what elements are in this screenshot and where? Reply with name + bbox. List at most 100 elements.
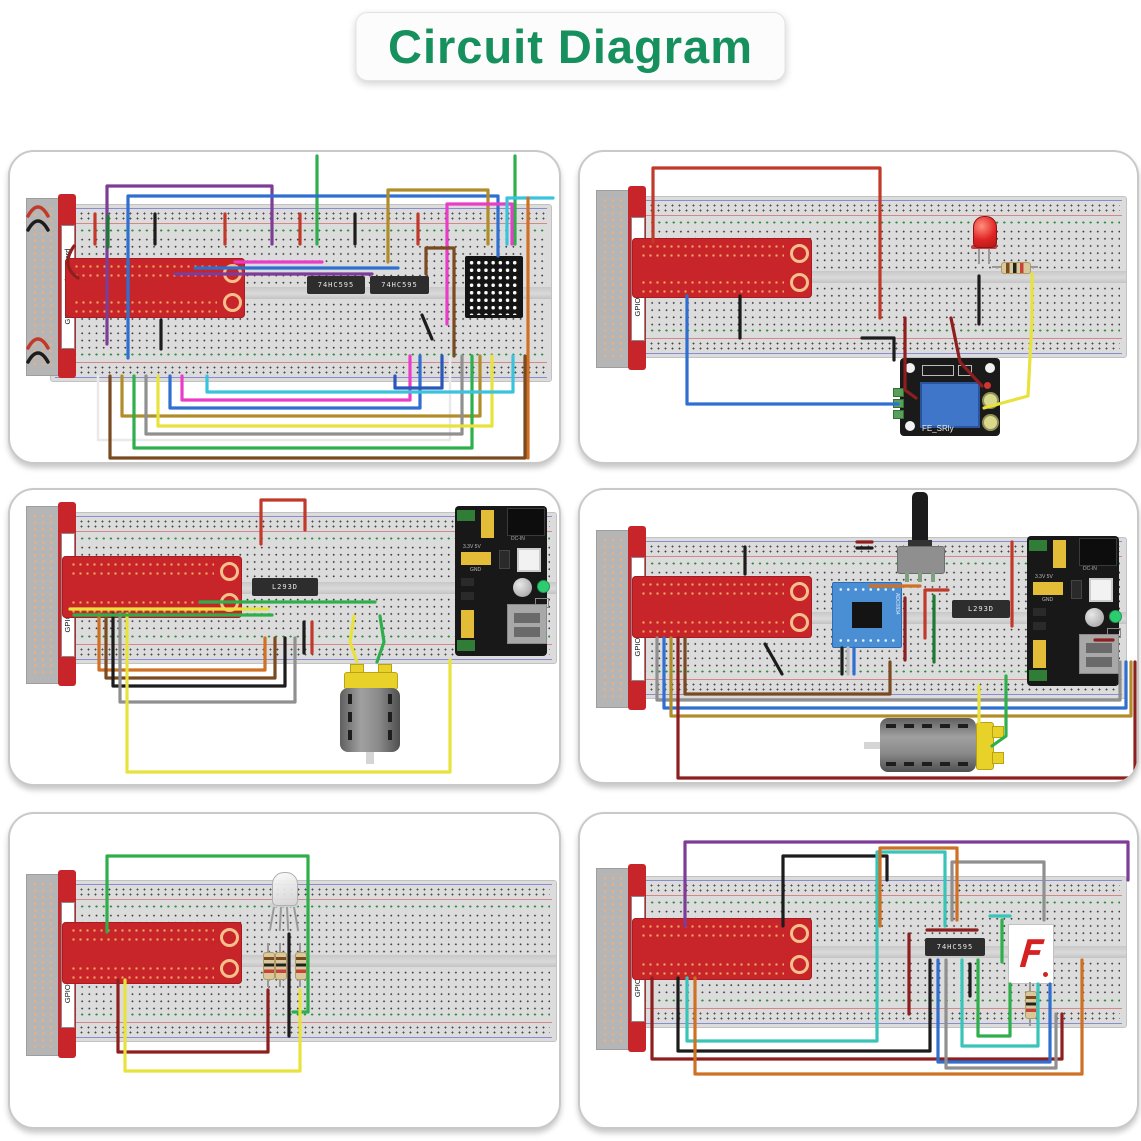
regulator-chip <box>1033 608 1046 616</box>
screw-terminal-block <box>457 640 475 651</box>
psu-label: GND <box>1042 597 1054 603</box>
pot-collar <box>908 540 932 548</box>
ribbon-pins <box>31 881 53 1049</box>
led-dome <box>973 216 997 248</box>
dc-motor <box>340 664 400 764</box>
ribbon-pins <box>31 205 53 369</box>
rail-holes <box>57 211 545 221</box>
page-title-text: Circuit Diagram <box>388 20 753 73</box>
jumper-header <box>481 510 494 538</box>
ic-chip: 74HC595 <box>370 276 429 294</box>
gpio-cobbler-board <box>62 556 242 618</box>
cobbler-pin-row <box>70 561 214 568</box>
ic-chip: 74HC595 <box>925 938 985 956</box>
mounting-hole <box>790 244 809 263</box>
led-leg <box>988 249 990 264</box>
mounting-hole <box>220 959 239 978</box>
cobbler-pin-row <box>70 599 214 606</box>
power-button <box>517 548 541 572</box>
rail-holes <box>627 203 1120 213</box>
mounting-hole <box>220 593 239 612</box>
psu-label: 3.3V 5V <box>463 544 481 550</box>
panel-led-matrix-74hc595: GPIO Extension Board74HC59574HC595 <box>8 150 561 464</box>
relay-label: FE_SRly <box>922 424 954 433</box>
ribbon-cable-connector <box>26 506 60 684</box>
power-button <box>1089 578 1113 602</box>
module-header <box>837 586 897 593</box>
resistor <box>262 943 275 987</box>
gpio-cobbler-board <box>632 576 812 638</box>
rail-line-positive <box>55 899 552 900</box>
adc-chip <box>852 602 882 628</box>
adc-module: ADC0834 <box>832 582 902 648</box>
rail-line-negative <box>55 659 552 660</box>
usb-port <box>1079 634 1119 674</box>
cobbler-pin-labels <box>640 932 784 937</box>
motor-seam <box>348 694 352 748</box>
screw-terminal-block <box>1029 540 1047 551</box>
screw-terminal-block <box>457 510 475 521</box>
ic-chip-label: 74HC595 <box>317 281 355 289</box>
rail-line-positive <box>55 1022 552 1023</box>
led-dome <box>272 872 298 906</box>
resistor <box>992 262 1038 274</box>
usb-slot <box>514 613 540 623</box>
motor-shaft <box>366 752 374 764</box>
gpio-cobbler-board <box>65 258 245 318</box>
psu-label: DC-IN <box>511 536 525 542</box>
resistor-lead <box>1029 982 1031 991</box>
pot-leg <box>905 572 909 582</box>
motor-shaft <box>864 742 880 749</box>
seven-segment-display: F <box>1008 924 1054 984</box>
mounting-hole <box>905 363 915 373</box>
rail-holes <box>627 1011 1120 1021</box>
ribbon-cable-connector <box>26 874 60 1056</box>
input-pin <box>893 388 904 397</box>
screw-terminal <box>982 392 999 409</box>
usb-slot <box>1086 643 1112 653</box>
mounting-hole <box>790 955 809 974</box>
cobbler-pin-labels <box>640 252 784 257</box>
pot-shaft <box>912 492 928 546</box>
capacitor <box>1085 608 1104 627</box>
rail-line-negative <box>55 1037 552 1038</box>
resistor <box>1024 982 1037 1026</box>
tie-points-green <box>57 903 550 911</box>
rail-line-positive <box>625 556 1122 557</box>
gpio-cobbler-board <box>632 238 812 298</box>
rail-holes <box>57 365 545 375</box>
ribbon-pins <box>31 513 53 677</box>
seven-segment-digit: F <box>1017 932 1045 976</box>
cobbler-pin-row <box>70 927 214 934</box>
rgb-led-leg <box>286 906 290 932</box>
jumper <box>499 550 510 569</box>
tie-points-green <box>627 997 1120 1005</box>
mounting-hole <box>790 582 809 601</box>
resistor-lead <box>1029 266 1038 268</box>
input-pin <box>893 399 904 408</box>
motor-terminal <box>992 726 1004 738</box>
mounting-hole <box>220 928 239 947</box>
ic-chip: L293D <box>252 578 318 596</box>
tie-points-green <box>627 560 1120 568</box>
cobbler-pin-row <box>73 263 217 270</box>
jumper <box>1071 580 1082 599</box>
resistor-lead <box>299 943 301 952</box>
gpio-cobbler-board <box>62 922 242 984</box>
cobbler-pin-row <box>640 581 784 588</box>
input-pin <box>893 410 904 419</box>
module-header <box>837 637 897 644</box>
cobbler-pin-labels <box>70 974 214 979</box>
ic-chip: L293D <box>952 600 1010 618</box>
jumper-header <box>1033 582 1063 595</box>
motor-seam <box>388 694 392 748</box>
rail-holes <box>627 883 1120 893</box>
pot-leg <box>918 572 922 582</box>
ribbon-pins <box>601 537 623 701</box>
rail-line-negative <box>55 208 547 209</box>
screw-terminal-block <box>1029 670 1047 681</box>
